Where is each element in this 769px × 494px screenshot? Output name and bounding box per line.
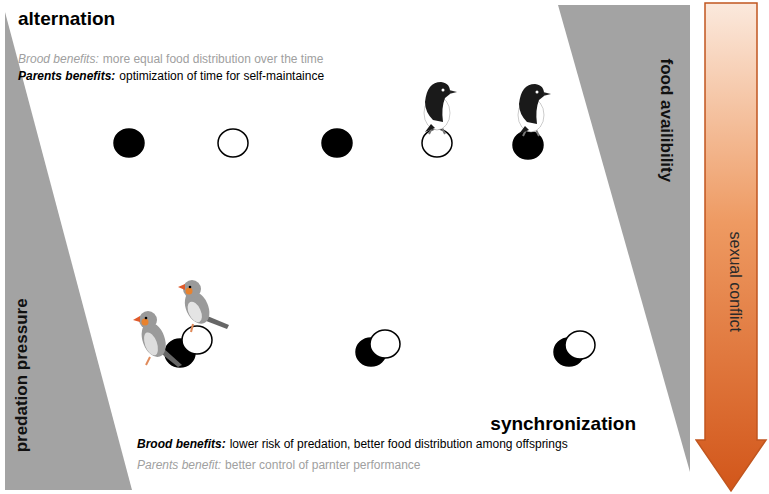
synchronization-circles xyxy=(165,326,595,367)
benefit-heading: Parents benefits: xyxy=(18,69,115,83)
conflict-arrow: sexual conflict xyxy=(695,0,769,494)
axis-label: food availibility xyxy=(657,58,676,182)
benefit-text: lower risk of predation, better food dis… xyxy=(230,437,568,451)
availability-band: food availibility xyxy=(555,0,695,480)
pied-bird xyxy=(518,84,551,136)
zebra-finch xyxy=(178,280,229,332)
arrow-shape xyxy=(696,3,766,491)
alternation-circles xyxy=(114,129,543,159)
axis-label: sexual conflict xyxy=(726,232,744,333)
band-fill xyxy=(5,12,132,490)
benefit-text: optimization of time for self-maintaince xyxy=(119,69,324,83)
band-fill xyxy=(558,5,690,472)
pattern-title: alternation xyxy=(18,8,115,31)
axis-label: predation pressure xyxy=(13,298,32,452)
benefit-heading: Parents benefit: xyxy=(137,458,221,472)
benefit-text: more equal food distribution over the ti… xyxy=(103,52,324,66)
benefit-heading: Brood benefits: xyxy=(137,437,226,451)
pied-bird xyxy=(424,82,457,134)
zebra-finch xyxy=(133,311,182,367)
benefit-heading: Brood benefits: xyxy=(18,52,99,66)
benefit-text: better control of parnter performance xyxy=(225,458,420,472)
pattern-title: synchronization xyxy=(490,413,636,436)
